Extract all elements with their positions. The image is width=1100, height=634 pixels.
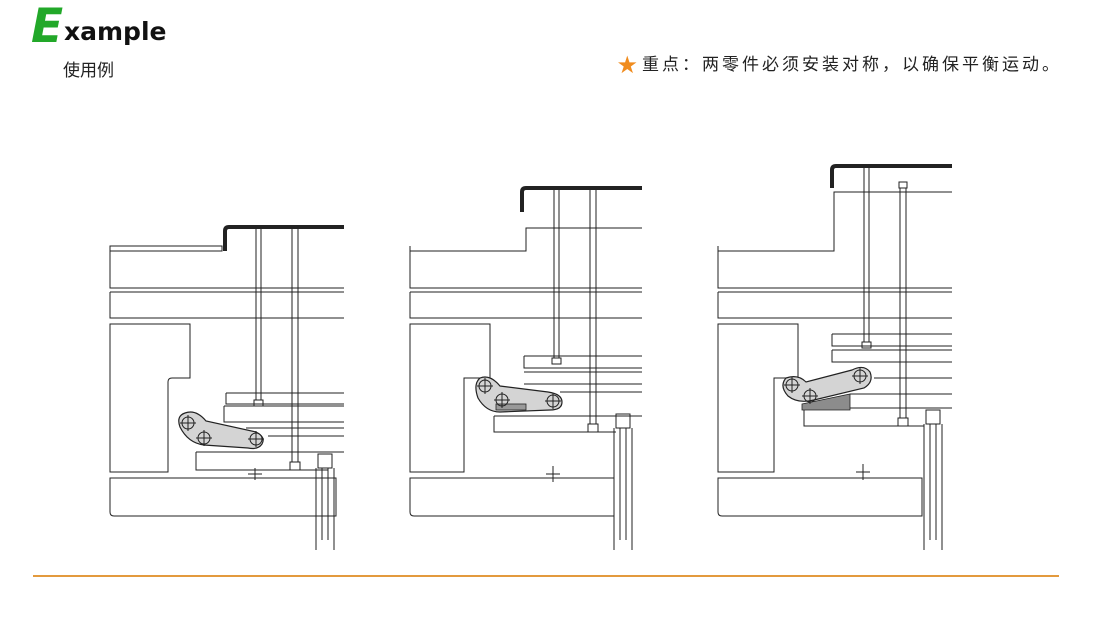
ejector-plate-2 (223, 405, 344, 423)
side-block (717, 323, 799, 473)
key-point-text: 重点：两零件必须安装对称，以确保平衡运动。 (642, 55, 1062, 75)
clamp-plate (409, 227, 642, 289)
diagram-stage-2 (409, 186, 642, 550)
ejector-plate-4 (803, 408, 924, 427)
plate-2 (409, 291, 642, 319)
ejector-plate-2 (831, 349, 952, 363)
side-block (109, 323, 191, 473)
bottom-plate (717, 477, 923, 517)
clamp-plate (717, 191, 952, 289)
plate-2 (109, 291, 344, 319)
page-title: xample (64, 17, 167, 46)
side-block (409, 323, 491, 473)
top-plate-edge (830, 164, 952, 188)
star-icon: ★ (616, 51, 638, 79)
divider-line (33, 575, 1059, 577)
title-initial-letter: E (31, 0, 64, 54)
diagram-stage-1 (109, 225, 344, 550)
page-subtitle: 使用例 (63, 61, 114, 81)
support-wedge (801, 393, 851, 411)
plate-2 (717, 291, 952, 319)
ejector-plate-4 (195, 451, 344, 471)
bottom-plate (409, 477, 615, 517)
top-plate-edge (520, 186, 642, 212)
ejector-plate-3 (246, 427, 344, 437)
ejector-plate-3 (494, 391, 642, 417)
guide-pillar-top (317, 453, 333, 469)
diagram-stage-3 (717, 164, 952, 550)
top-plate-edge (223, 225, 344, 251)
ejector-plate-2 (524, 371, 642, 385)
ejector-plate-3 (850, 377, 952, 409)
guide-pillar-top (615, 413, 631, 429)
link-arm (178, 411, 264, 450)
guide-pillar-top (925, 409, 941, 425)
clamp-plate (109, 245, 344, 289)
ejector-plate-4 (493, 416, 616, 433)
ejector-plate-1 (831, 333, 952, 347)
ejector-plate-1 (523, 355, 642, 369)
ejector-plate-1 (225, 392, 344, 405)
link-arm (782, 366, 872, 402)
key-point-note: ★重点：两零件必须安装对称，以确保平衡运动。 (616, 53, 1062, 77)
bottom-plate (109, 477, 337, 517)
